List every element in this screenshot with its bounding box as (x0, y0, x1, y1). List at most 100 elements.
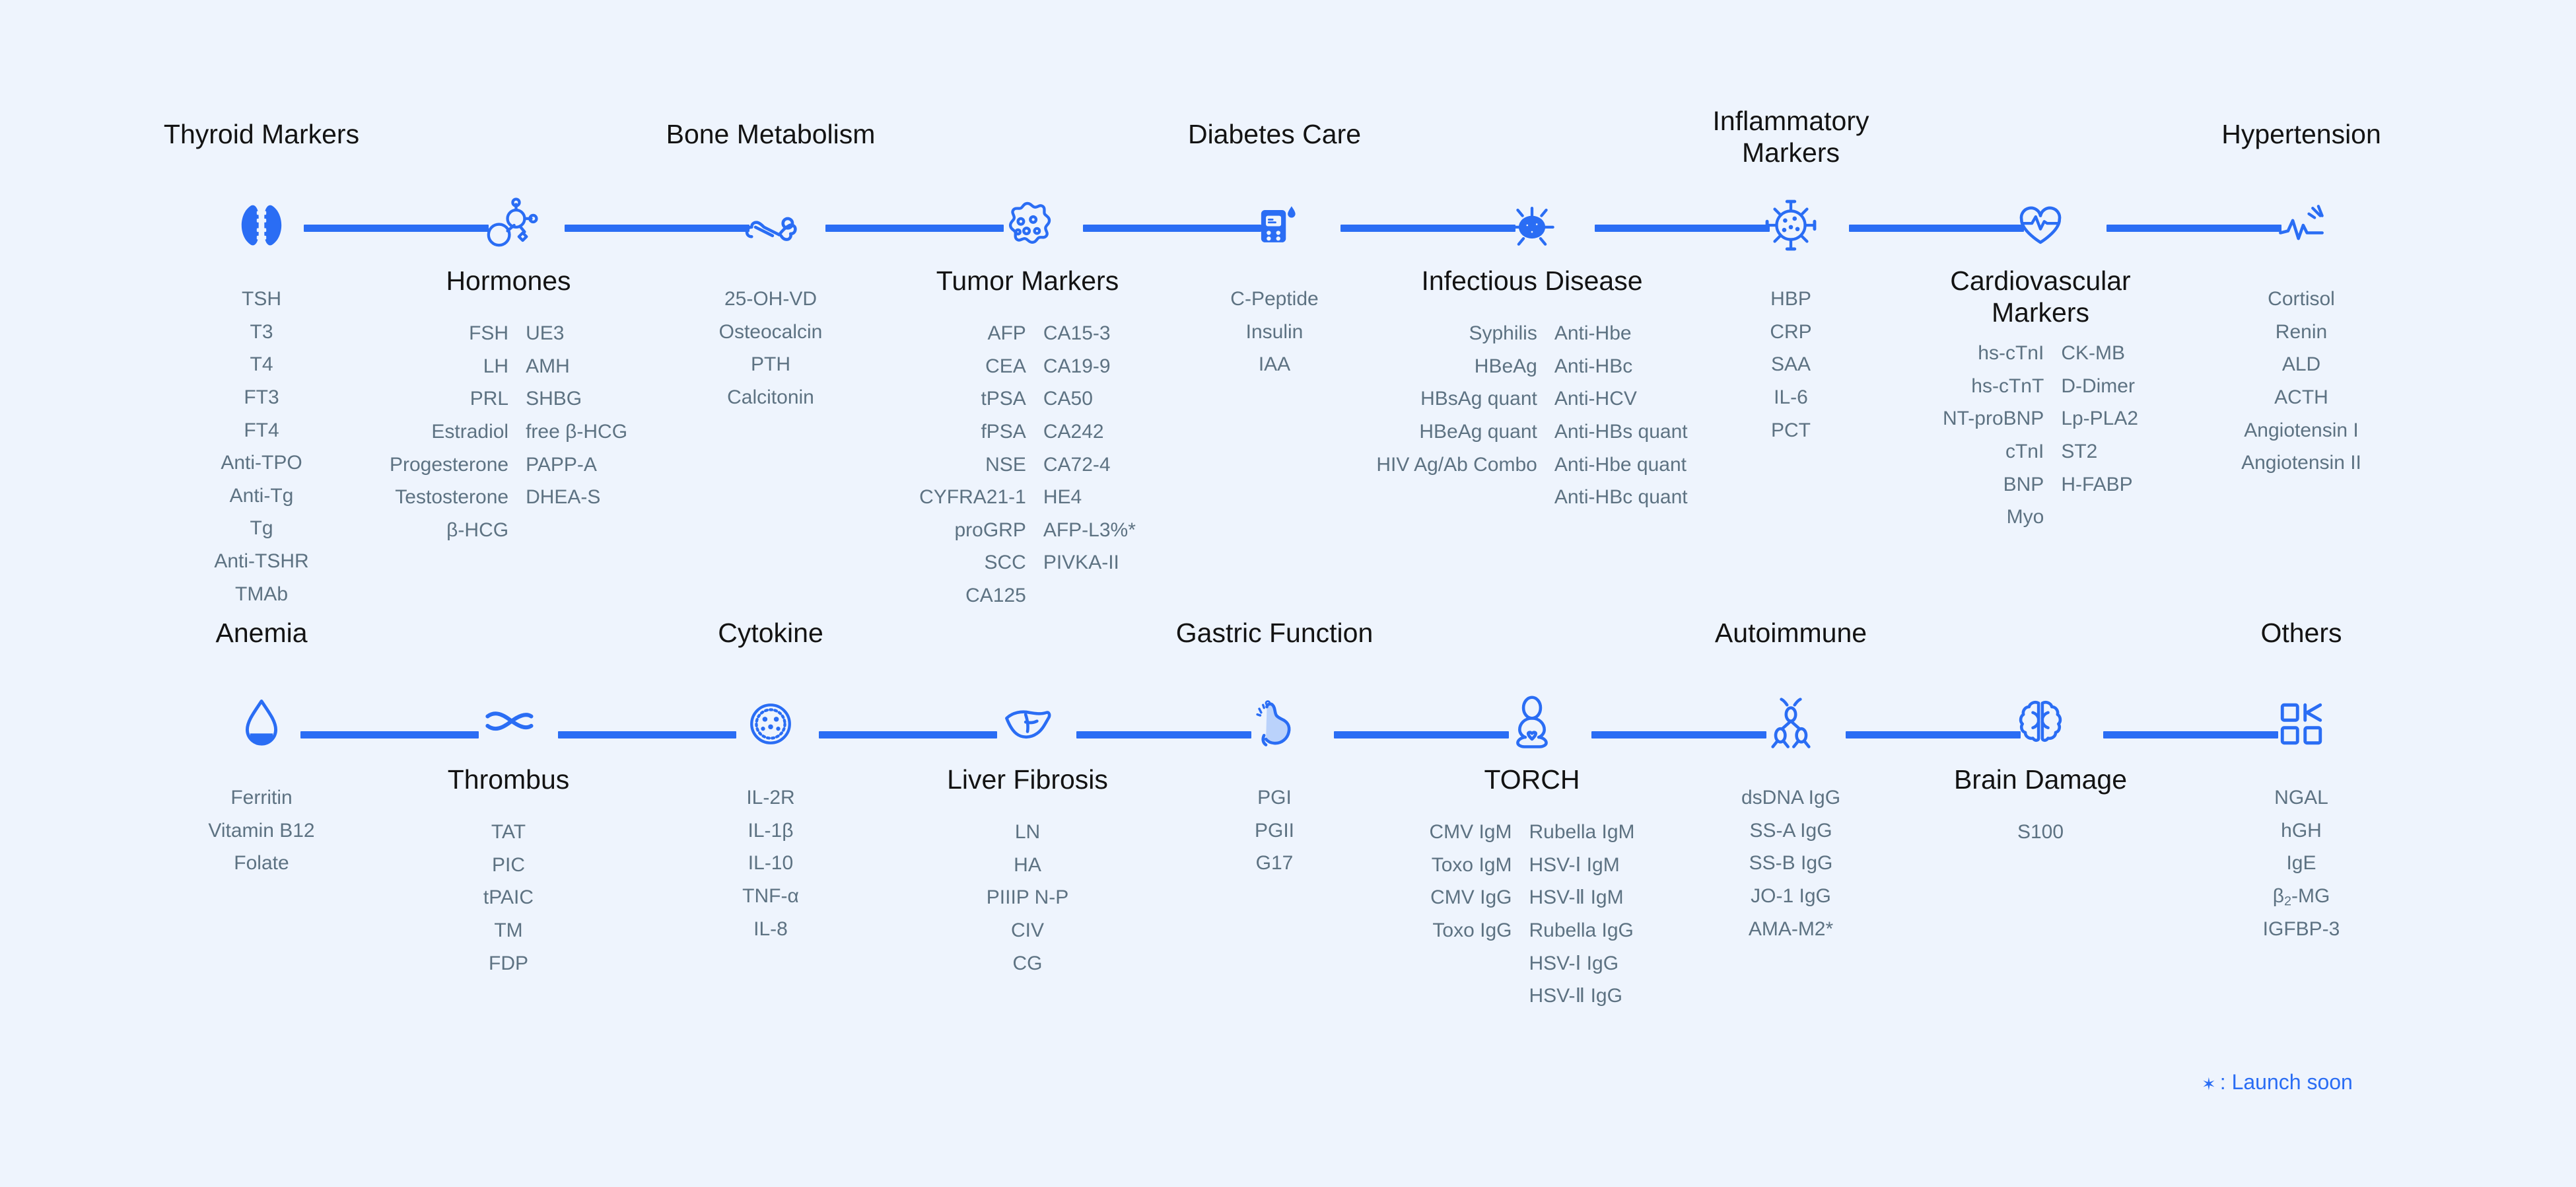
list-item: CA50 (1043, 388, 1093, 410)
list-item: SCC (984, 552, 1026, 574)
items-col: C-Peptide Insulin IAA (1230, 283, 1318, 381)
node-title: Tumor Markers (936, 266, 1119, 296)
list-item: T4 (250, 353, 273, 376)
list-item: HSV-Ⅱ IgM (1529, 886, 1624, 909)
list-item: Testosterone (395, 486, 509, 509)
list-item: T3 (250, 320, 273, 343)
stomach-icon (1242, 692, 1307, 756)
list-item: CMV IgM (1429, 821, 1512, 843)
blood-pressure-icon (2269, 193, 2334, 258)
list-item: PGI (1257, 787, 1292, 809)
list-item: PGII (1254, 819, 1295, 842)
list-item: Toxo IgG (1432, 919, 1512, 941)
list-item: CA72-4 (1043, 453, 1111, 476)
node-items: CMV IgM Toxo IgM CMV IgG Toxo IgG Rubell… (1429, 816, 1634, 1013)
items-col: IL-2R IL-1β IL-10 TNF-α IL-8 (742, 781, 799, 945)
list-item: CEA (985, 355, 1026, 377)
list-item: ALD (2281, 353, 2321, 376)
items-col: TAT PIC tPAIC TM FDP (483, 816, 534, 980)
list-item: LH (483, 355, 509, 377)
rail-row2-8 (2103, 731, 2278, 738)
list-item: Insulin (1245, 320, 1304, 343)
node-title: Infectious Disease (1421, 266, 1643, 296)
list-item: ACTH (2274, 386, 2328, 408)
list-item: PTH (751, 353, 790, 376)
list-item: SS-B IgG (1749, 852, 1833, 875)
list-item: Anti-Tg (229, 484, 294, 507)
baby-icon (1500, 692, 1564, 756)
node-items: TSH T3 T4 FT3 FT4 Anti-TPO Anti-Tg Tg An… (214, 283, 308, 610)
list-item: IL-2R (746, 787, 795, 809)
list-item: dsDNA IgG (1741, 787, 1841, 809)
node-items: Cortisol Renin ALD ACTH Angiotensin I An… (2241, 283, 2361, 480)
node-items: hs-cTnI hs-cTnT NT-proBNP cTnI BNP Myo C… (1943, 337, 2138, 534)
rail-row1-2 (565, 225, 749, 232)
footnote-text: : Launch soon (2219, 1070, 2353, 1094)
node-title: Gastric Function (1175, 618, 1374, 648)
brain-icon (2008, 692, 2073, 756)
rail-row2-1 (300, 731, 479, 738)
node-title: Autoimmune (1714, 618, 1867, 648)
list-item: Tg (250, 517, 273, 540)
list-item: IL-1β (748, 819, 794, 842)
list-item: DHEA-S (526, 486, 601, 509)
list-item: HA (1014, 853, 1041, 876)
items-col: S100 (2017, 816, 2064, 849)
items-col: dsDNA IgG SS-A IgG SS-B IgG JO-1 IgG AMA… (1741, 781, 1840, 945)
list-item: FT4 (244, 419, 279, 441)
items-col-right: Rubella IgM HSV-Ⅰ IgM HSV-Ⅱ IgM Rubella … (1529, 816, 1634, 1013)
list-item: NSE (985, 453, 1026, 476)
footnote-legend: ✶ : Launch soon (2202, 1070, 2353, 1095)
list-item: SHBG (526, 388, 582, 410)
list-item: CYFRA21-1 (919, 486, 1026, 509)
node-title: Liver Fibrosis (947, 764, 1108, 795)
hormone-molecule-icon (476, 193, 541, 258)
list-item: TAT (491, 821, 526, 843)
list-item: PAPP-A (526, 453, 597, 476)
node-items: LN HA PIIIP N-P CIV CG (987, 816, 1068, 980)
vessel-clot-icon (476, 692, 541, 756)
node-items: Ferritin Vitamin B12 Folate (208, 781, 314, 880)
rail-row2-4 (1076, 731, 1251, 738)
list-item: NT-proBNP (1942, 408, 2044, 430)
items-col-right: Anti-Hbe Anti-HBc Anti-HCV Anti-HBs quan… (1554, 317, 1688, 514)
list-item: hs-cTnT (1971, 375, 2044, 397)
list-item: IL-10 (748, 852, 794, 875)
list-item: FSH (469, 322, 509, 344)
list-item: TMAb (234, 583, 289, 605)
list-item: Anti-TSHR (214, 550, 309, 573)
node-items: NGAL hGH IgE β2-MG IGFBP-3 (2263, 781, 2340, 945)
list-item: IL-8 (753, 917, 788, 940)
list-item: D-Dimer (2061, 375, 2135, 397)
node-title: Cytokine (718, 618, 823, 648)
items-col-left: hs-cTnI hs-cTnT NT-proBNP cTnI BNP Myo (1943, 337, 2044, 534)
list-item: LN (1014, 821, 1041, 843)
tumor-cell-icon (995, 193, 1060, 258)
rail-row1-4 (1083, 225, 1261, 232)
list-item: TM (494, 919, 523, 941)
list-item: IAA (1258, 353, 1291, 376)
list-item: tPAIC (483, 886, 534, 909)
list-item: Osteocalcin (718, 320, 823, 343)
list-item: Estradiol (431, 420, 509, 443)
list-item: CRP (1770, 320, 1812, 343)
list-item: HIV Ag/Ab Combo (1376, 453, 1537, 476)
list-item: Progesterone (389, 453, 509, 476)
list-item: Ferritin (230, 787, 293, 809)
cytokine-cell-icon (738, 692, 803, 756)
blocks-icon (2269, 692, 2334, 756)
list-item: HSV-Ⅰ IgM (1529, 853, 1620, 876)
rail-row2-7 (1846, 731, 2021, 738)
list-item: CIV (1010, 919, 1045, 941)
node-title: Brain Damage (1953, 764, 2128, 795)
list-item: Angiotensin I (2244, 419, 2359, 441)
bacteria-icon (1500, 193, 1564, 258)
items-col: NGAL hGH IgE β2-MG IGFBP-3 (2263, 781, 2340, 945)
list-item: CA242 (1043, 420, 1104, 443)
node-title: Others (2260, 618, 2342, 648)
list-item: UE3 (526, 322, 565, 344)
antibody-icon (1758, 692, 1823, 756)
heart-pulse-icon (2008, 193, 2073, 258)
rail-row2-3 (819, 731, 997, 738)
list-item: HBP (1770, 288, 1811, 310)
